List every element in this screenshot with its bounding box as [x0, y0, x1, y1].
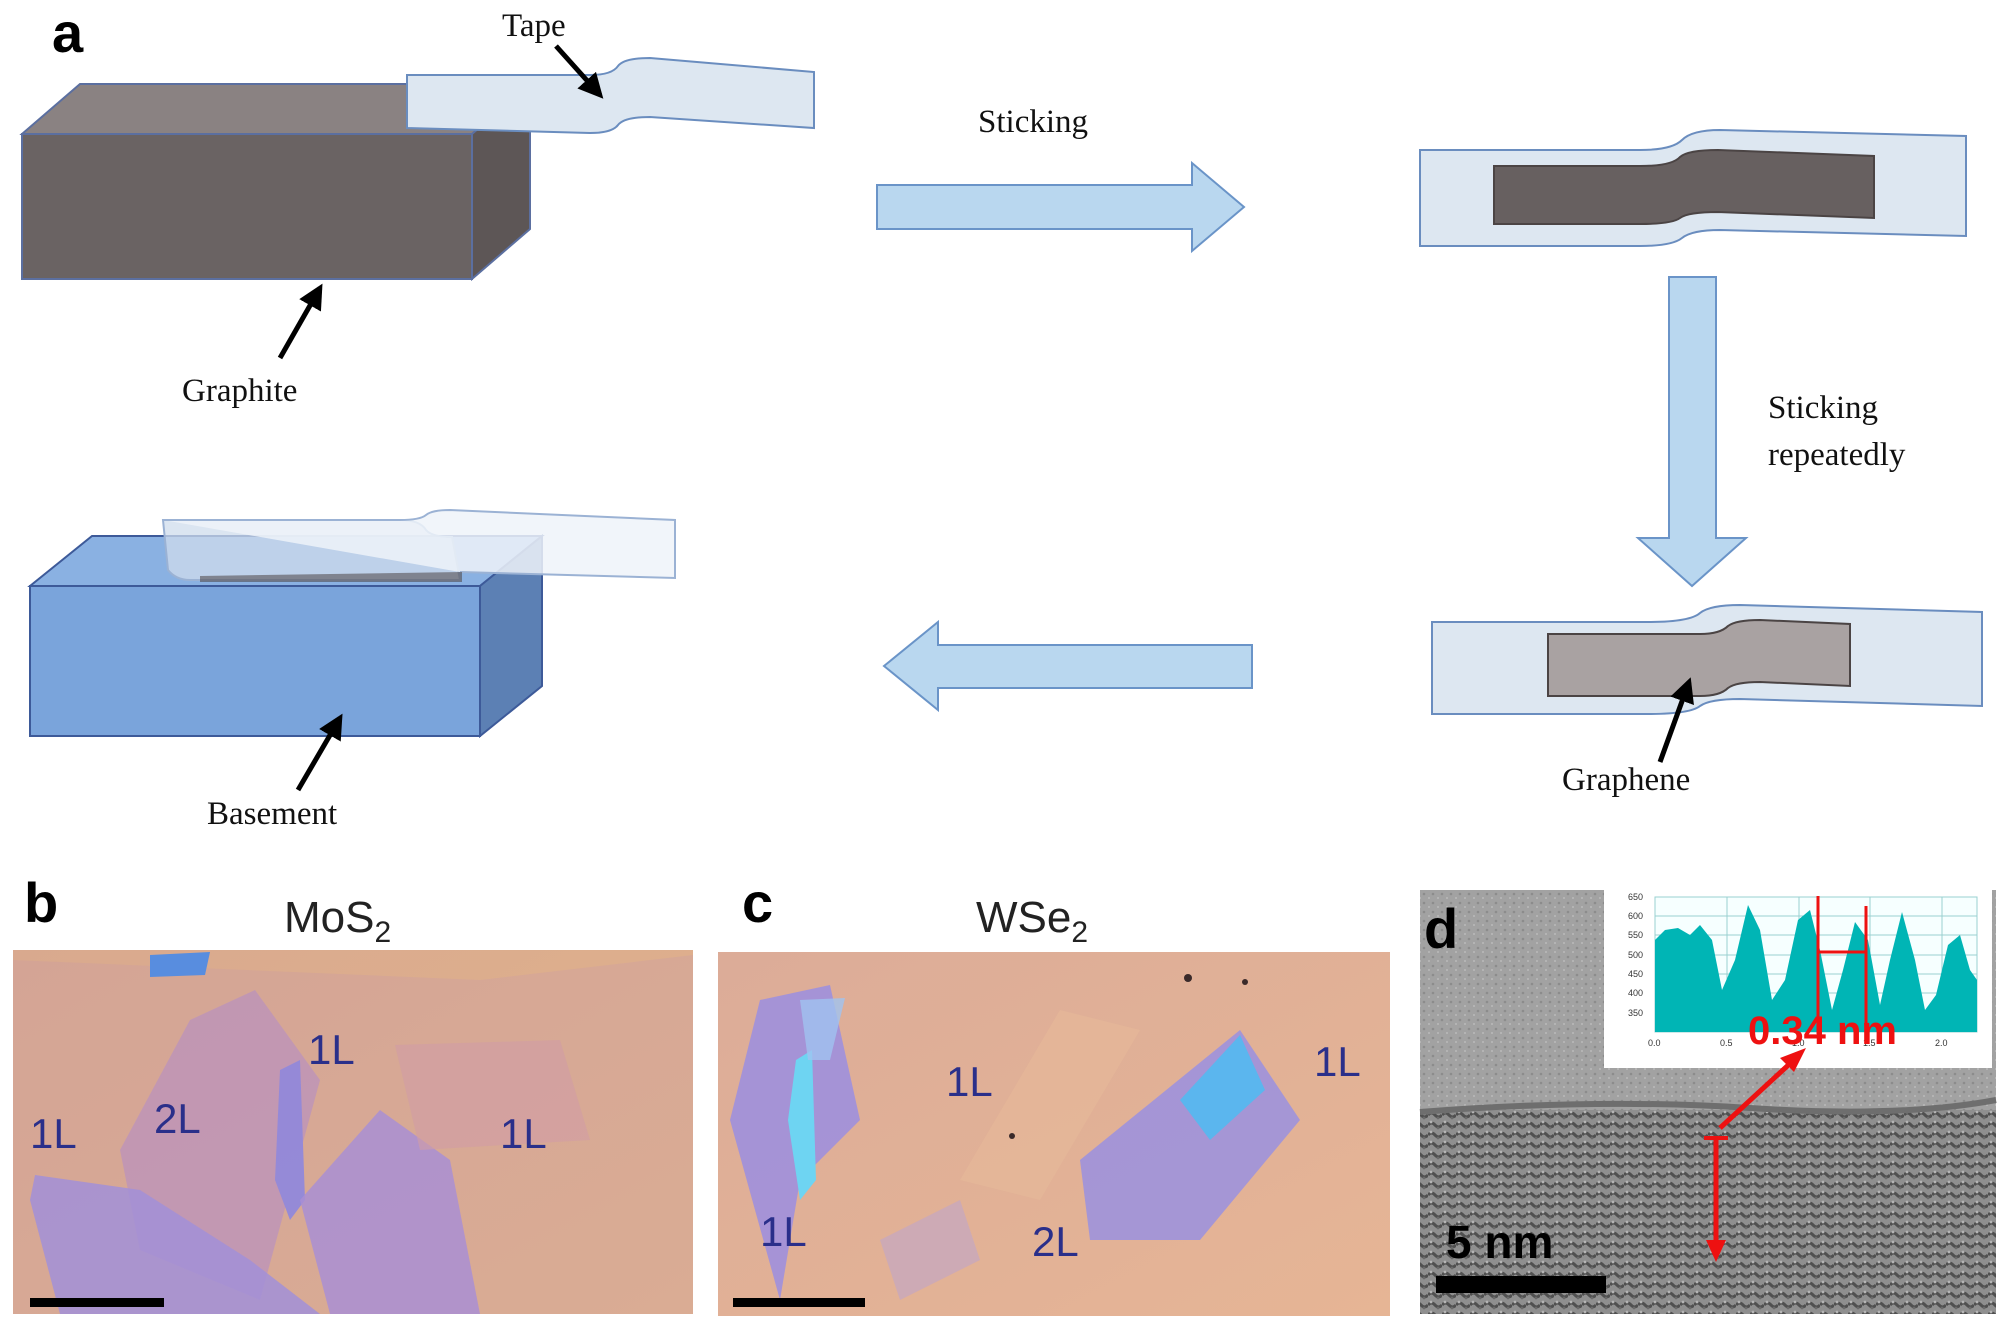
basement-label: Basement — [207, 796, 337, 832]
mos2-layer-label: 1L — [308, 1026, 355, 1073]
inset-x-tick: 2.0 — [1935, 1038, 1948, 1048]
panel-b: b MoS2 1L 2L 1L 1L — [13, 871, 693, 1314]
sticking-repeatedly-label-2: repeatedly — [1768, 437, 1906, 473]
sticking-repeatedly-label-1: Sticking — [1768, 390, 1878, 426]
graphene-label: Graphene — [1562, 762, 1690, 798]
inset-y-tick: 600 — [1628, 911, 1643, 921]
transferred-graphene — [200, 572, 462, 582]
panel-c: c WSe2 1L 1L 1L 2L — [718, 871, 1390, 1316]
sticking-label: Sticking — [978, 104, 1088, 140]
inset-y-tick: 450 — [1628, 969, 1643, 979]
tape-with-graphite — [1419, 128, 1967, 247]
panel-c-letter: c — [742, 871, 773, 934]
tape-with-graphene — [1431, 603, 1983, 715]
intensity-profile-inset: 650 600 550 500 450 400 350 0.0 0.5 1.0 … — [1604, 888, 1992, 1068]
mos2-flakes — [13, 952, 693, 1314]
panel-d-letter: d — [1424, 897, 1458, 960]
down-arrow — [1635, 276, 1749, 588]
wse2-layer-label: 1L — [760, 1208, 807, 1255]
panel-d: d 650 600 550 500 — [1419, 888, 1997, 1314]
wse2-layer-label: 2L — [1032, 1218, 1079, 1265]
graphite-label: Graphite — [182, 373, 297, 409]
mos2-layer-label: 2L — [154, 1095, 201, 1142]
mos2-layer-label: 1L — [30, 1110, 77, 1157]
inset-x-tick: 1.5 — [1863, 1038, 1876, 1048]
tem-scale-bar — [1436, 1276, 1606, 1293]
tape-label: Tape — [502, 8, 566, 44]
basement-pointer-arrow — [295, 713, 343, 792]
panel-a: a Tape Graphite Sticking Sticking repeat… — [19, 1, 1983, 832]
inset-y-tick: 550 — [1628, 930, 1643, 940]
spacing-label: 0.34 nm — [1748, 1009, 1897, 1053]
inset-y-tick: 500 — [1628, 950, 1643, 960]
left-arrow — [882, 619, 1253, 713]
tem-scale-label: 5 nm — [1446, 1216, 1553, 1268]
tape-pointer-arrow — [554, 44, 604, 99]
panel-c-title: WSe2 — [976, 893, 1088, 949]
graphite-block — [19, 81, 533, 282]
basement-tape-free-end — [163, 508, 676, 580]
mos2-layer-label: 1L — [500, 1110, 547, 1157]
inset-y-tick: 400 — [1628, 988, 1643, 998]
inset-x-tick: 0.5 — [1720, 1038, 1733, 1048]
wse2-layer-label: 1L — [1314, 1038, 1361, 1085]
inset-y-tick: 350 — [1628, 1008, 1643, 1018]
wse2-flakes — [730, 974, 1300, 1300]
right-arrow — [876, 160, 1246, 254]
inset-x-tick: 0.0 — [1648, 1038, 1661, 1048]
tape-strip — [406, 56, 815, 135]
inset-y-tick: 650 — [1628, 892, 1643, 902]
mos2-scale-bar — [30, 1298, 164, 1307]
wse2-layer-label: 1L — [946, 1058, 993, 1105]
graphene-pointer-arrow — [1657, 677, 1694, 763]
spacing-arrow-up — [1718, 1056, 1798, 1130]
panel-a-letter: a — [52, 1, 84, 64]
graphite-pointer-arrow — [277, 283, 323, 360]
wse2-scale-bar — [733, 1298, 865, 1307]
panel-b-letter: b — [24, 871, 58, 934]
panel-b-title: MoS2 — [284, 893, 391, 949]
inset-x-tick: 1.0 — [1792, 1038, 1805, 1048]
